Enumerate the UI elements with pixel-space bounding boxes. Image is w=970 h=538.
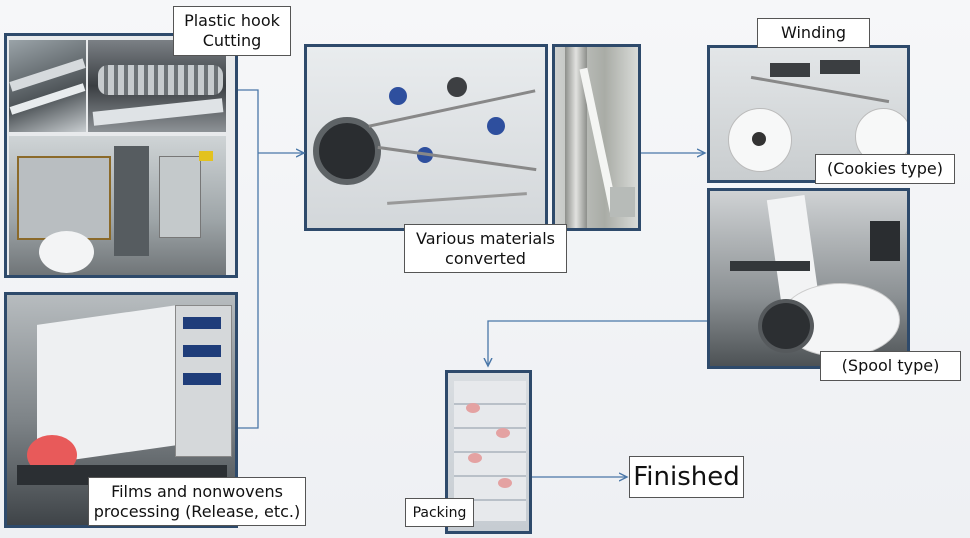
- converting-machine-photo: [304, 44, 548, 231]
- slitter-knives-photo: [9, 40, 86, 132]
- films-nonwovens-label: Films and nonwovens processing (Release,…: [88, 477, 306, 526]
- plastic-hook-cutting-label: Plastic hook Cutting: [173, 6, 291, 56]
- various-materials-label: Various materials converted: [404, 224, 567, 273]
- film-roll-closeup-photo: [552, 44, 641, 231]
- cookies-type-label: (Cookies type): [815, 154, 955, 184]
- finished-label: Finished: [629, 456, 744, 498]
- cutting-photo-group: [4, 33, 238, 278]
- spool-type-label: (Spool type): [820, 351, 961, 381]
- packing-label: Packing: [405, 498, 474, 527]
- winding-spool-photo: [707, 188, 910, 369]
- bracket-connector: [238, 89, 259, 429]
- winding-label: Winding: [757, 18, 870, 48]
- cutting-machine-photo: [9, 136, 226, 275]
- arrow-to-packing: [488, 320, 707, 366]
